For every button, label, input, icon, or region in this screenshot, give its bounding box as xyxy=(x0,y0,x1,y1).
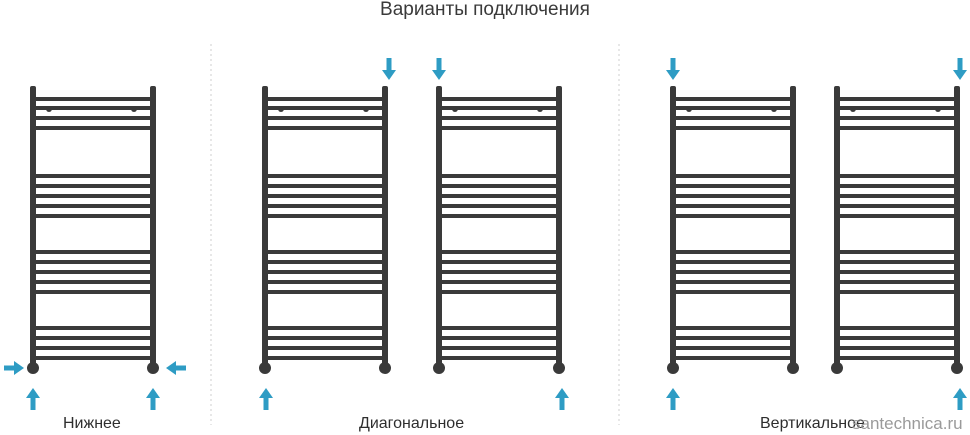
caption-vertical: Вертикальное xyxy=(760,415,865,432)
arrow-down-icon xyxy=(666,58,680,80)
radiator-diagonal-a xyxy=(259,86,391,374)
arrow-up-icon xyxy=(26,388,40,410)
arrow-up-icon xyxy=(666,388,680,410)
radiator-vertical-b xyxy=(831,86,963,374)
arrow-down-icon xyxy=(432,58,446,80)
arrow-right-icon xyxy=(4,361,24,375)
arrow-down-icon xyxy=(382,58,396,80)
arrow-up-icon xyxy=(953,388,967,410)
caption-diagonal: Диагональное xyxy=(359,415,465,432)
arrow-up-icon xyxy=(259,388,273,410)
arrow-down-icon xyxy=(953,58,967,80)
caption-bottom: Нижнее xyxy=(63,415,121,432)
page-title: Варианты подключения xyxy=(380,0,590,20)
radiator-vertical-a xyxy=(667,86,799,374)
arrow-up-icon xyxy=(555,388,569,410)
watermark: santechnica.ru xyxy=(852,414,963,433)
radiator-diagonal-b xyxy=(433,86,565,374)
radiator-bottom xyxy=(27,86,159,374)
arrow-up-icon xyxy=(146,388,160,410)
arrow-left-icon xyxy=(166,361,186,375)
